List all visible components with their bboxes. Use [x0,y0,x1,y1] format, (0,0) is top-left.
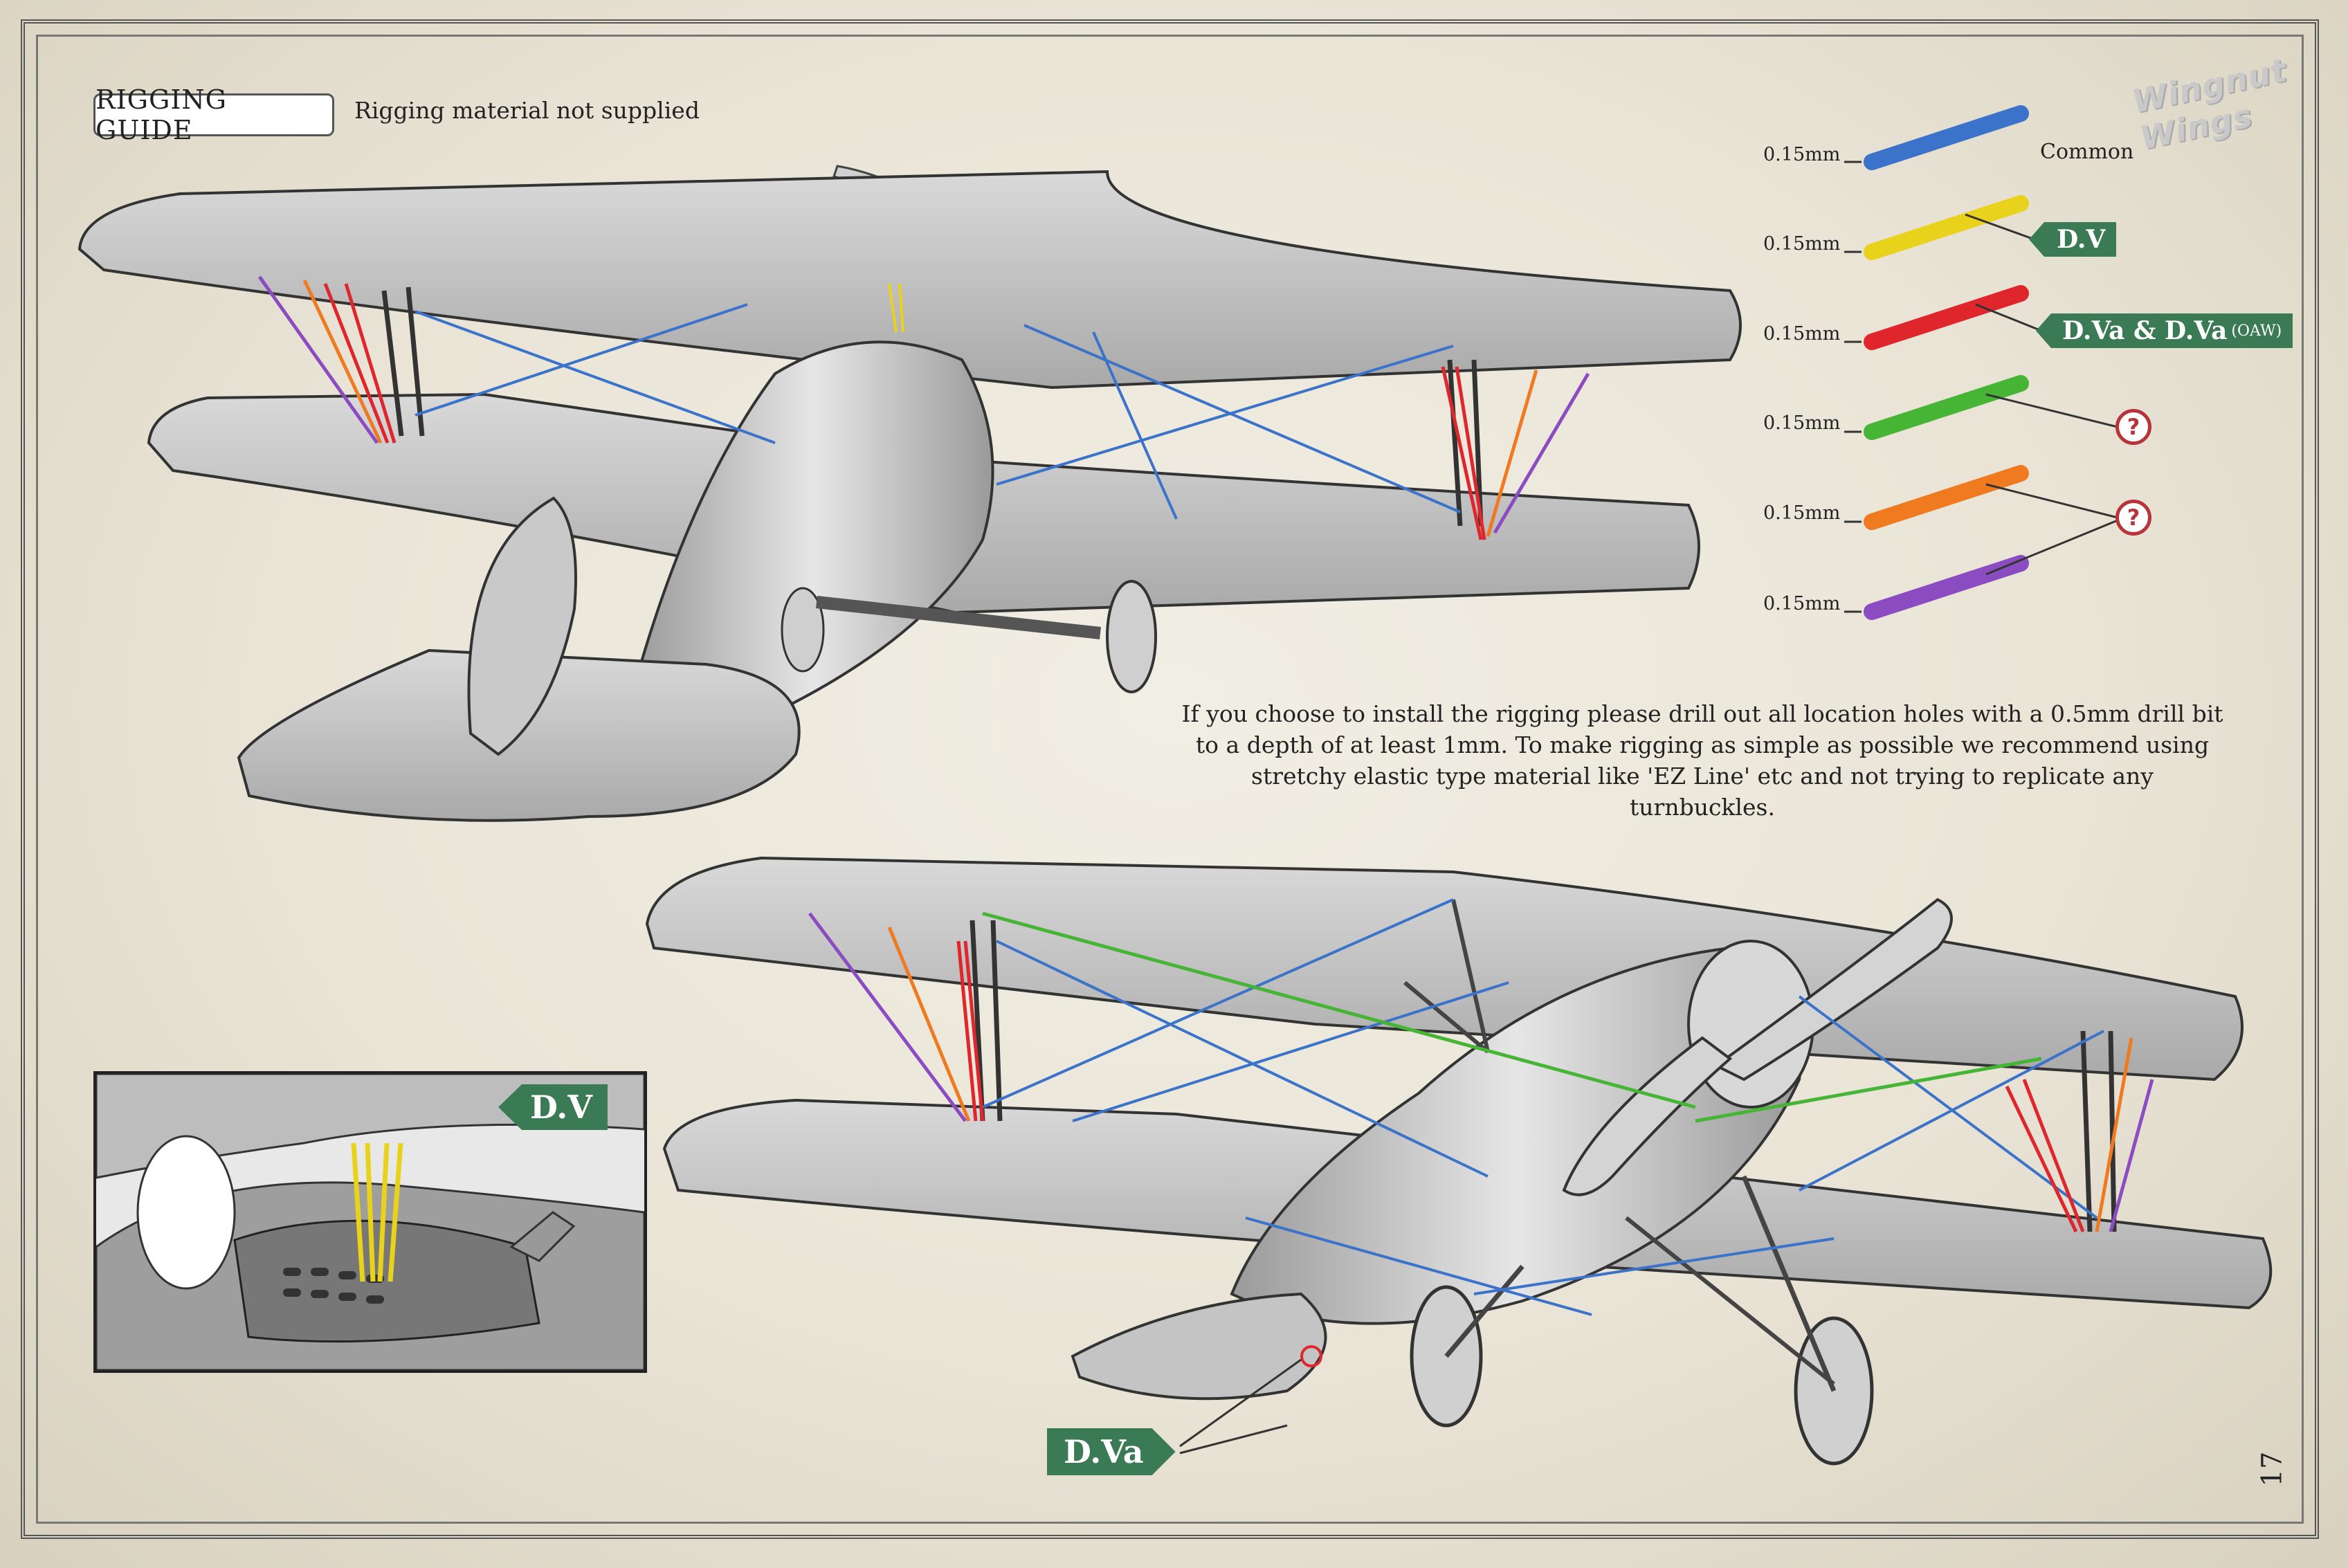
page-border-inner [36,35,2304,1524]
fuselage-front [1230,946,1803,1325]
rod-orange [1864,465,2029,530]
dv-tag: D.V [2029,222,2117,257]
rod-red [1864,285,2029,350]
upper-wing-rear [78,170,1742,390]
unknown-variant-badge-green: ? [2115,409,2151,445]
rod-green [1864,375,2029,440]
page-border-outer [21,19,2319,1539]
legend-rods [1844,105,2118,620]
dv-inset-tag: D.V [498,1084,608,1130]
rod-blue [1864,105,2029,170]
unknown-variant-badge-orange-purple: ? [2115,500,2151,536]
common-label: Common [2040,140,2134,164]
size-label-dva: 0.15mm [1763,323,1841,345]
rigging-guide-title: RIGGING GUIDE [93,84,334,145]
upper-wing-front [645,856,2244,1082]
dva-callout-tag: D.Va [1047,1428,1176,1475]
rod-yellow [1864,195,2029,260]
rigging-subtitle: Rigging material not supplied [354,97,700,124]
propeller [1713,897,1953,1082]
cockpit-detail-drawing [96,1074,644,1370]
page-number: 17 [2256,1451,2288,1487]
size-label-green: 0.15mm [1763,412,1841,434]
size-label-orange: 0.15mm [1763,502,1841,524]
aircraft-front-view [645,856,2273,1466]
rod-purple [1864,555,2029,620]
size-label-common: 0.15mm [1763,144,1841,165]
drilling-instructions: If you choose to install the rigging ple… [1181,700,2223,821]
fin-rear [467,496,577,756]
size-label-dv: 0.15mm [1763,233,1841,255]
aircraft-rear-view [78,165,1742,822]
fuselage-rear [632,340,994,756]
size-label-purple: 0.15mm [1763,593,1841,614]
dva-oaw-tag: D.Va & D.Va(OAW) [2036,313,2293,348]
